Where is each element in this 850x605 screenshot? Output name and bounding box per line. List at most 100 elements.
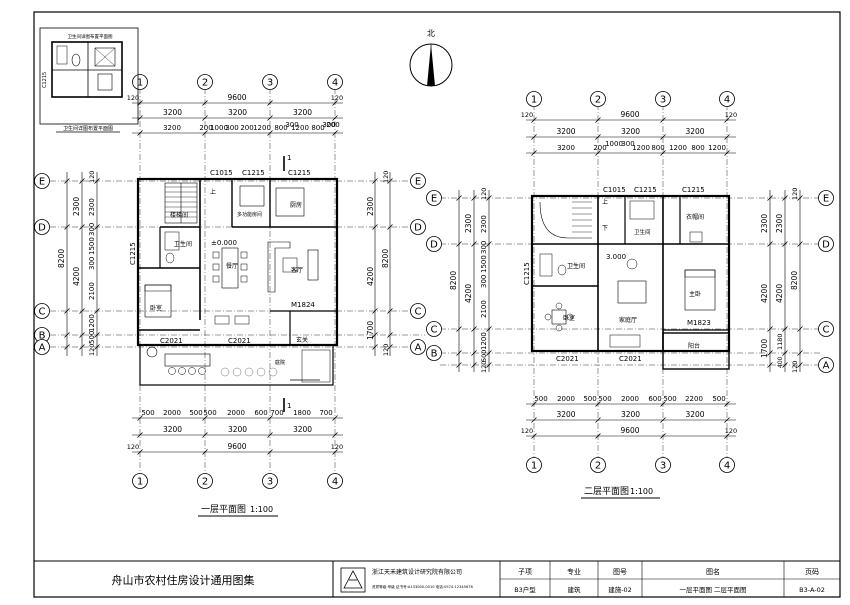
plan2-left-detail: 2300 [480, 215, 488, 233]
dim-tick [456, 362, 462, 368]
plan1-title-group: 一层平面图 1:100 [198, 504, 278, 517]
dim-tick [137, 432, 143, 438]
dim-tick [471, 326, 477, 332]
plan1-title: 一层平面图 [201, 504, 246, 515]
dim-tick [267, 100, 273, 106]
plan1-left-detail: 2300 [88, 198, 96, 216]
plan2-row-axis-left: D [430, 240, 438, 251]
plan1-col-axis-bottom-bubble [327, 473, 343, 489]
plan2-col-axis-top-bubble [719, 91, 735, 107]
title-block-value: 建施-02 [608, 585, 632, 594]
plan1-yard-bench [164, 353, 211, 367]
plan1-room-dining: 餐厅 [226, 262, 238, 270]
plan2-stair-curve [539, 201, 592, 239]
dim-tick [202, 432, 208, 438]
plan2-family-sofa [617, 280, 647, 304]
plan1-row-axis-right: E [415, 177, 421, 188]
dim-tick [372, 224, 378, 230]
plan1-room-living: 客厅 [291, 266, 303, 274]
dim-tick [782, 326, 788, 332]
dim-tick [267, 415, 273, 421]
plan1-top-bay: 3200 [228, 108, 247, 117]
plan1-top-detail: 300 [225, 124, 238, 132]
plan2-window-c2021: C2021 [619, 355, 642, 363]
plan2-right-detail: 120 [791, 361, 799, 373]
dim-tick [595, 134, 601, 140]
plan1-window-c1215: C1215 [288, 169, 311, 177]
dim-tick [767, 326, 773, 332]
dim-tick [94, 344, 100, 350]
plan1-top-total: 9600 [227, 93, 246, 102]
plan1-row-axis-left-bubble [34, 339, 50, 355]
plan1-top-edge: 120 [127, 94, 139, 102]
dim-tick [767, 241, 773, 247]
plan2-top-total: 9600 [620, 110, 639, 119]
inset-title: 卫生间详图布置平面图 [63, 125, 113, 132]
plan2-stair-down: 下 [602, 225, 608, 232]
dim-tick [456, 326, 462, 332]
plan1-bottom-detail: 2000 [227, 409, 245, 417]
plan2-bottom-detail: 600 [648, 395, 661, 403]
dim-tick [202, 130, 208, 136]
dim-tick [782, 195, 788, 201]
plan1-window-c1215-side: C1215 [129, 242, 137, 265]
plan1-bottom-edge: 120 [127, 443, 139, 451]
chair [240, 263, 248, 271]
plan2-chair [555, 324, 563, 332]
plan2-col-axis-top-bubble [590, 91, 606, 107]
plan1-row-axis-left: C [39, 307, 46, 318]
dim-tick [595, 401, 601, 407]
plan2-room-bedroom: 卧室 [563, 314, 575, 322]
title-block-header: 图号 [613, 568, 627, 576]
plan1-door-m1824: M1824 [291, 301, 315, 309]
plan1-shrub [232, 367, 242, 377]
dim-tick [94, 308, 100, 314]
plan2-shower [539, 253, 553, 277]
plan1-left-row: 4200 [72, 267, 81, 286]
dim-tick [387, 332, 393, 338]
plan1-room-bedroom: 卧室 [150, 304, 162, 312]
plan2-right-row: 1700 [760, 339, 769, 358]
plan2-room-wardrobe: 衣帽间 [686, 213, 704, 221]
plan2-row-axis-right: D [822, 240, 830, 251]
dim-tick [79, 332, 85, 338]
plan1-top-detail: 1200 [291, 124, 309, 132]
plan1-room-stair: 楼梯间 [170, 211, 188, 219]
dim-tick [724, 117, 730, 123]
chair [240, 251, 248, 259]
dim-tick [660, 401, 666, 407]
dim-tick [332, 100, 338, 106]
plan1-yard-plant [146, 346, 158, 358]
dim-tick [387, 178, 393, 184]
plan1-cut-mark: 1 [287, 402, 291, 410]
plan1-room-entry: 玄关 [296, 336, 308, 344]
plan2-top-detail: 800 [691, 144, 704, 152]
plan2-window-c1215-side: C1215 [523, 262, 531, 285]
plan1-bottom-total: 9600 [227, 442, 246, 451]
plan2-right-row: 2300 [775, 214, 784, 233]
plan1-left-detail: 1200 [88, 314, 96, 332]
plan2-stair-up: 上 [602, 198, 608, 206]
plan1-bottom-detail: 500 [189, 409, 202, 417]
dim-tick [797, 326, 803, 332]
plan2-left-detail: 300 [480, 241, 488, 254]
plan1-col-axis-bottom-bubble [132, 473, 148, 489]
plan1-shrub [244, 367, 254, 377]
plan1-left-detail: 300 [88, 257, 96, 270]
dim-tick [267, 115, 273, 121]
plan2-bottom-detail: 500 [534, 395, 547, 403]
plan1-left-detail: 300 [88, 223, 96, 236]
plan2-row-axis-left-bubble [426, 190, 442, 206]
chair [212, 275, 220, 283]
plan1-yard-stool [198, 367, 206, 375]
dim-tick [202, 449, 208, 455]
plan1-left-detail: 120 [88, 344, 96, 356]
plan2-bottom-bay: 3200 [556, 410, 575, 419]
plan2-row-axis-right: A [823, 361, 830, 372]
dim-tick [137, 130, 143, 136]
plan1-stair-up: 上 [210, 188, 216, 196]
plan2-bottom-detail: 500 [712, 395, 725, 403]
plan1-row-axis-left: B [39, 331, 46, 342]
dim-tick [94, 332, 100, 338]
